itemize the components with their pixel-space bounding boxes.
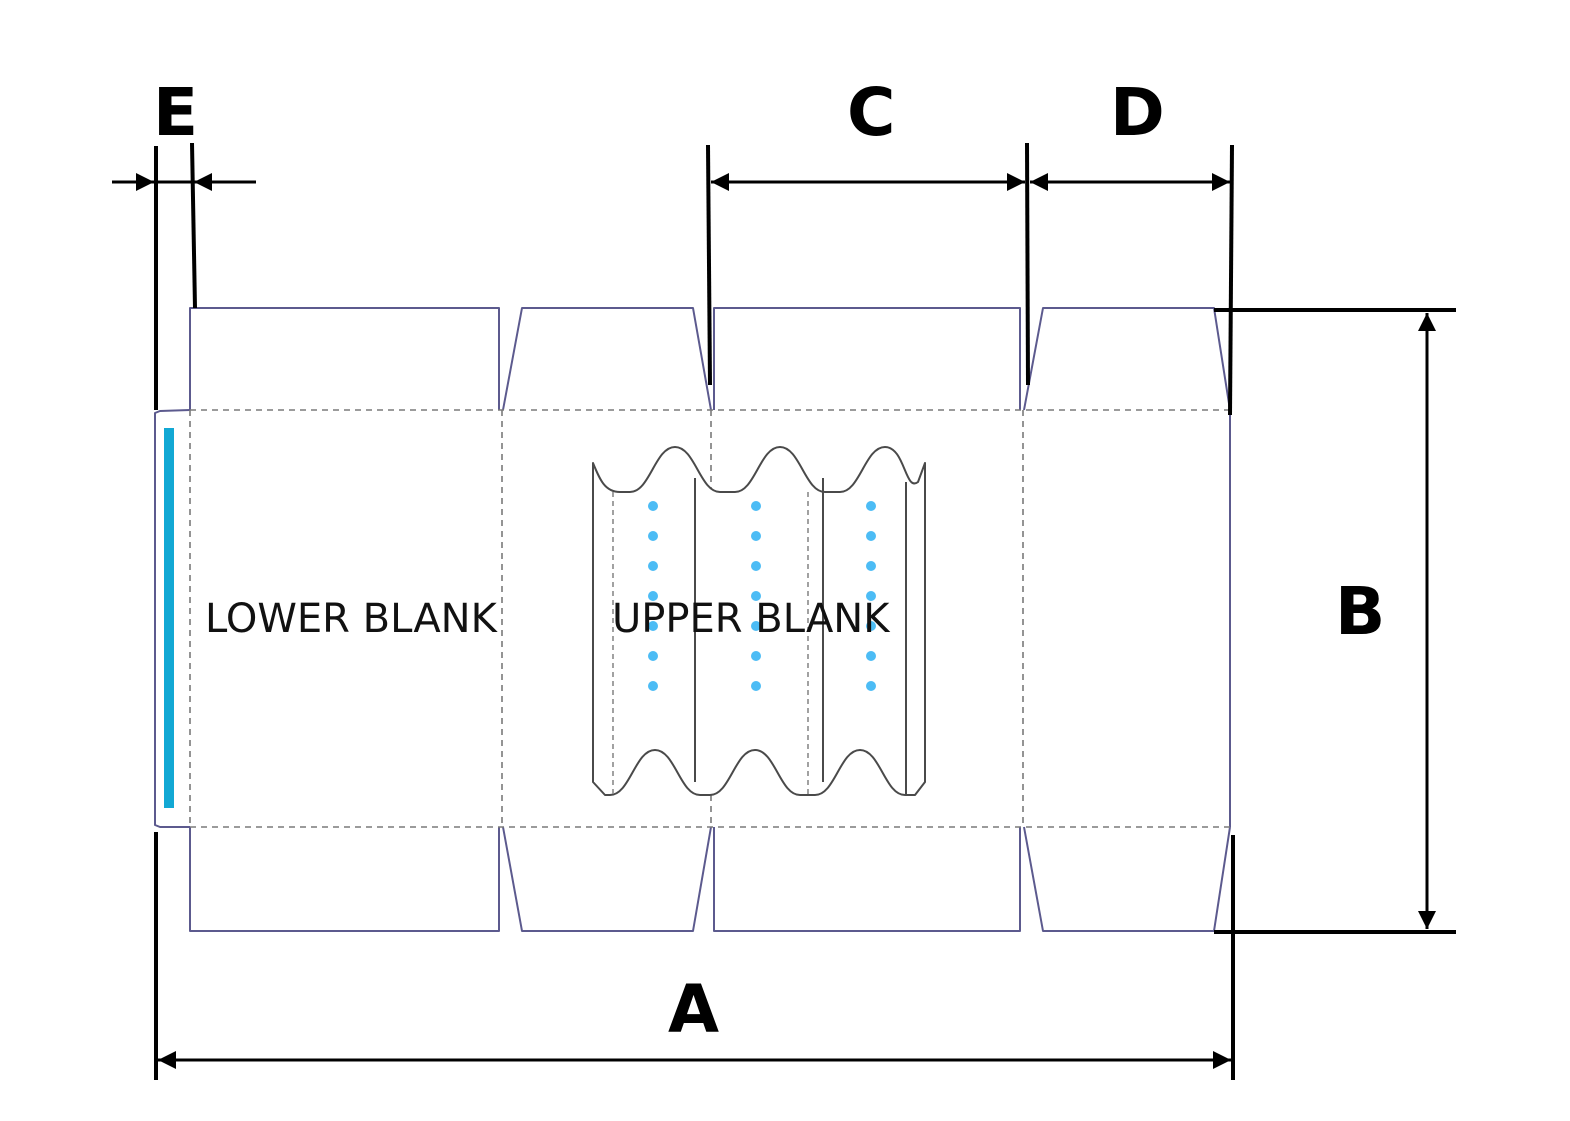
dimension-b-label: B: [1335, 573, 1385, 650]
e-extension-right: [190, 142, 197, 309]
bottom-flap-4: [1023, 826, 1231, 932]
perforation-dot: [866, 561, 876, 571]
top-flap-3: [713, 307, 1021, 410]
perforation-dot: [648, 531, 658, 541]
bottom-flap-2: [502, 826, 712, 932]
d-extension-right: [1228, 144, 1234, 416]
perforation-dot: [866, 621, 876, 631]
perforation-dot: [751, 591, 761, 601]
dieline: [154, 307, 1231, 932]
insert-outline: [592, 446, 926, 796]
perforation-dot: [648, 561, 658, 571]
perforation-dot: [751, 681, 761, 691]
dimension-a-label: A: [668, 971, 719, 1048]
top-flap-4: [1023, 307, 1231, 411]
top-flap-2: [502, 307, 712, 411]
dimension-e: E: [112, 74, 256, 410]
perforation-dot: [648, 681, 658, 691]
dimension-d-label: D: [1110, 74, 1165, 151]
lower-blank-label: LOWER BLANK: [205, 596, 499, 642]
perforation-dot: [866, 651, 876, 661]
corrugated-insert: [592, 446, 926, 796]
bottom-flap-1: [189, 827, 500, 932]
perforation-dot: [751, 531, 761, 541]
dimension-e-label: E: [153, 74, 198, 151]
perforation-dot: [751, 621, 761, 631]
c-extension-left: [706, 144, 712, 386]
glue-flap-outline: [154, 409, 191, 828]
dimension-b: B: [1214, 308, 1456, 934]
bottom-flap-3: [713, 827, 1021, 932]
c-extension-right: [1025, 142, 1030, 386]
perforation-dot: [866, 501, 876, 511]
dimension-c: C: [706, 74, 1030, 386]
top-flap-1: [189, 307, 500, 410]
perforation-dot: [866, 531, 876, 541]
dimension-d: D: [1030, 74, 1234, 416]
upper-blank-label: UPPER BLANK: [612, 596, 891, 642]
dimension-a: A: [154, 832, 1235, 1080]
glue-strip: [164, 428, 174, 808]
perforation-dot: [866, 681, 876, 691]
dimension-c-label: C: [847, 74, 895, 151]
perforation-dot: [648, 621, 658, 631]
perforation-dot: [866, 591, 876, 601]
perforation-dot: [648, 501, 658, 511]
perforation-dot: [751, 561, 761, 571]
perforation-dot: [751, 501, 761, 511]
perforation-dot: [648, 591, 658, 601]
perforation-dots: [648, 501, 876, 691]
perforation-dot: [648, 651, 658, 661]
perforation-dot: [751, 651, 761, 661]
